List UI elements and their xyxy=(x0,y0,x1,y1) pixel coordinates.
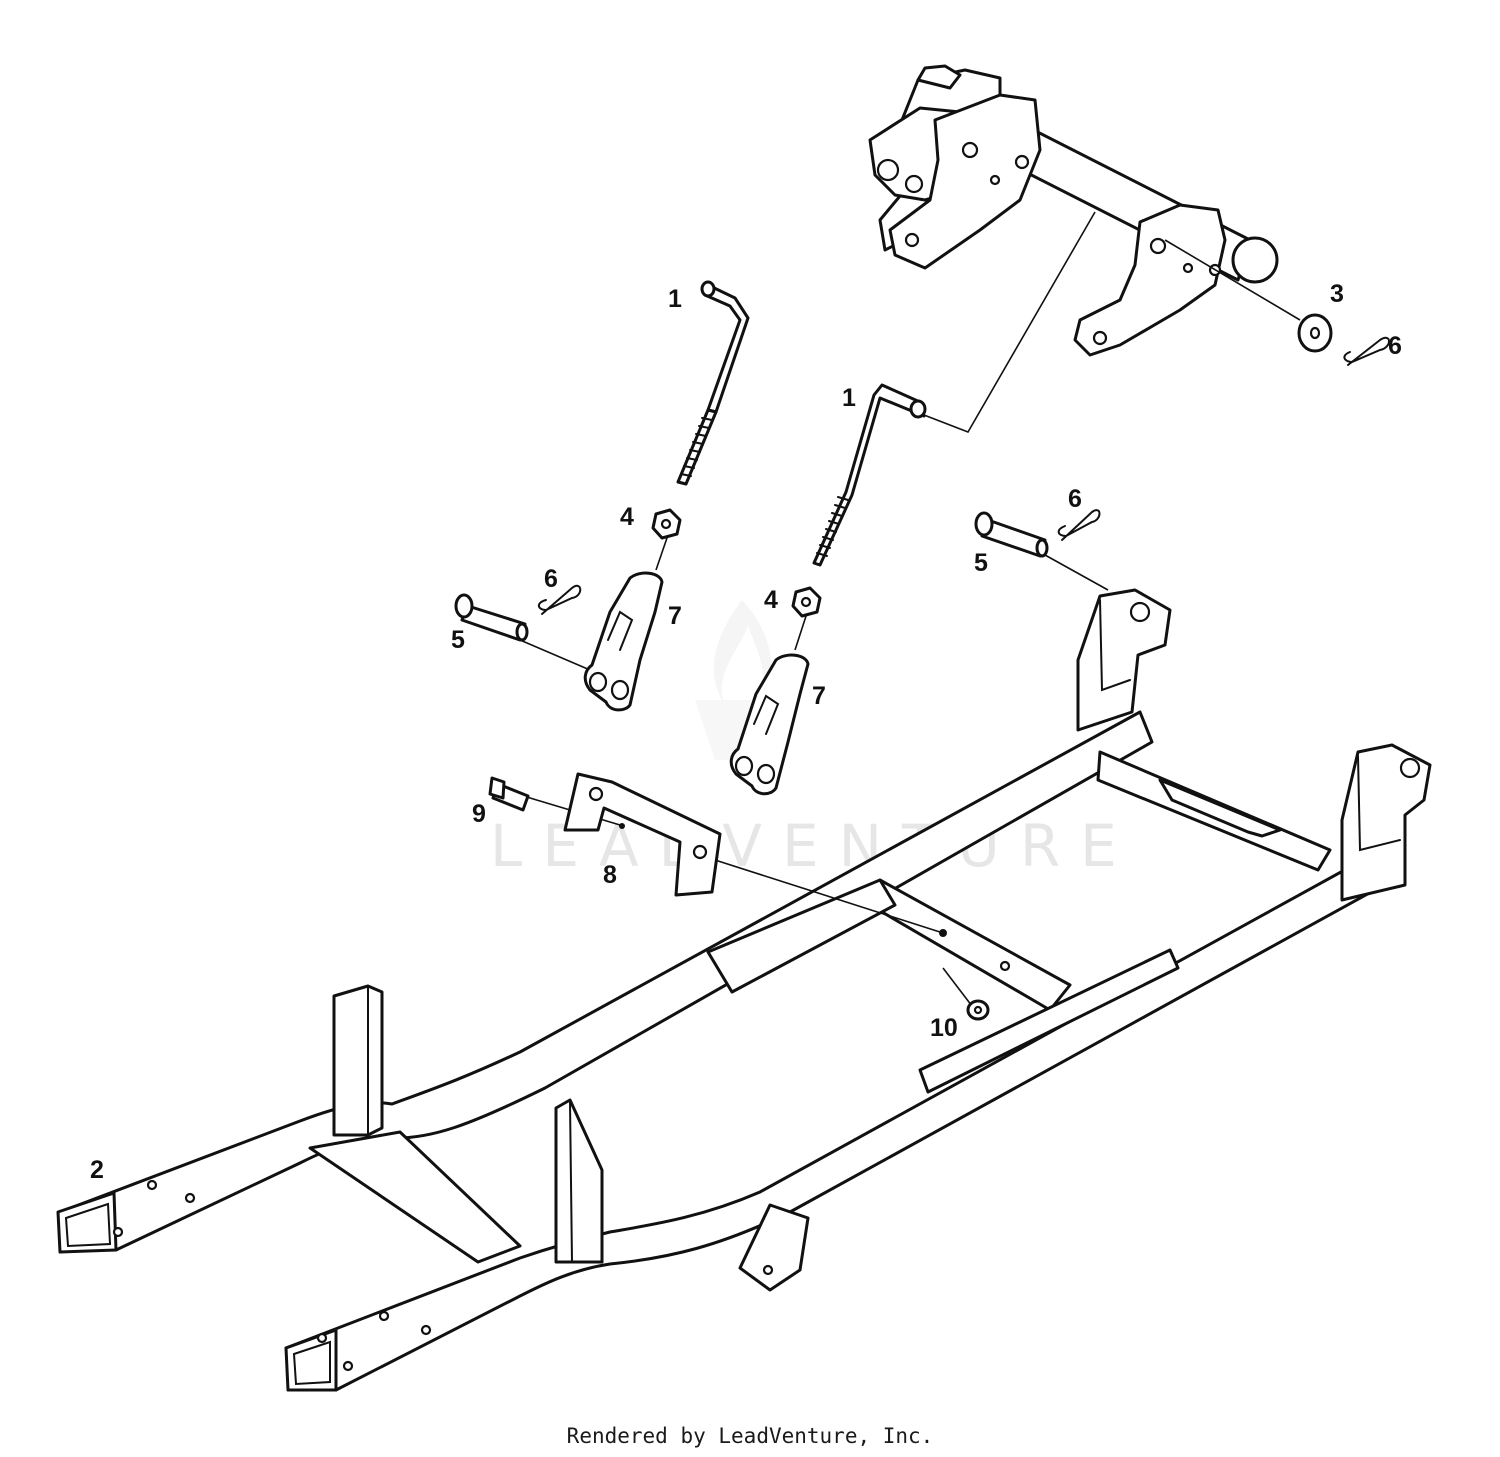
bolt[interactable] xyxy=(488,776,530,812)
clevis-yoke-left[interactable] xyxy=(583,571,664,712)
lift-arm-right xyxy=(1073,203,1227,357)
frame-mid-crossmember xyxy=(868,878,1072,1012)
lift-arm-plate-front xyxy=(888,93,1042,270)
frame-rear-upright-left xyxy=(1076,588,1172,732)
frame-rear-upright-right xyxy=(1340,743,1432,902)
clevis-pin-left[interactable] xyxy=(454,593,529,642)
footer-credit: Rendered by LeadVenture, Inc. xyxy=(566,1424,934,1448)
callout-3: 3 xyxy=(1330,280,1344,308)
clevis-yoke-right[interactable] xyxy=(729,653,810,796)
frame-plate-rear xyxy=(1158,778,1282,838)
support-bracket[interactable] xyxy=(563,772,722,897)
leader-lines xyxy=(519,211,1301,1011)
frame-upper-rail-end xyxy=(56,1191,118,1254)
frame-plate-lower xyxy=(918,948,1180,1094)
callout-1-left: 1 xyxy=(668,285,682,313)
frame-front-upright-left xyxy=(332,984,384,1137)
callout-5-right: 5 xyxy=(974,549,988,577)
hex-nut-right[interactable] xyxy=(791,586,822,618)
main-frame[interactable] xyxy=(56,588,1432,1392)
frame-front-upright-right xyxy=(554,1098,604,1264)
callout-10: 10 xyxy=(930,1014,958,1042)
clevis-pin-right[interactable] xyxy=(974,511,1049,558)
callout-6-middle: 6 xyxy=(1068,485,1082,513)
callout-6-top-right: 6 xyxy=(1388,332,1402,360)
callout-8: 8 xyxy=(603,861,617,889)
callout-1-right: 1 xyxy=(842,384,856,412)
frame-front-crossmember xyxy=(308,1130,522,1264)
callout-6-left: 6 xyxy=(544,565,558,593)
lock-nut[interactable] xyxy=(966,999,990,1021)
callout-7-right: 7 xyxy=(812,682,826,710)
callout-5-left: 5 xyxy=(451,626,465,654)
callout-4-left: 4 xyxy=(620,503,634,531)
washer[interactable] xyxy=(1297,313,1333,353)
callout-9: 9 xyxy=(472,800,486,828)
lift-rod-right[interactable] xyxy=(812,383,927,567)
lift-shaft-assembly[interactable] xyxy=(868,64,1279,357)
callout-4-right: 4 xyxy=(764,586,778,614)
lift-rod-left[interactable] xyxy=(676,280,750,486)
hairpin-clip-middle-right[interactable] xyxy=(1057,509,1101,541)
hex-nut-left[interactable] xyxy=(651,508,682,540)
frame-plate-upper xyxy=(706,878,897,994)
callout-2: 2 xyxy=(90,1156,104,1184)
callout-labels: 1 1 2 3 4 4 5 5 6 6 6 7 7 8 9 10 xyxy=(90,280,1402,1184)
hairpin-clip-left[interactable] xyxy=(537,584,582,615)
hairpin-clip-top-right[interactable] xyxy=(1343,336,1390,366)
callout-7-left: 7 xyxy=(668,602,682,630)
frame-lower-bracket xyxy=(738,1203,810,1292)
